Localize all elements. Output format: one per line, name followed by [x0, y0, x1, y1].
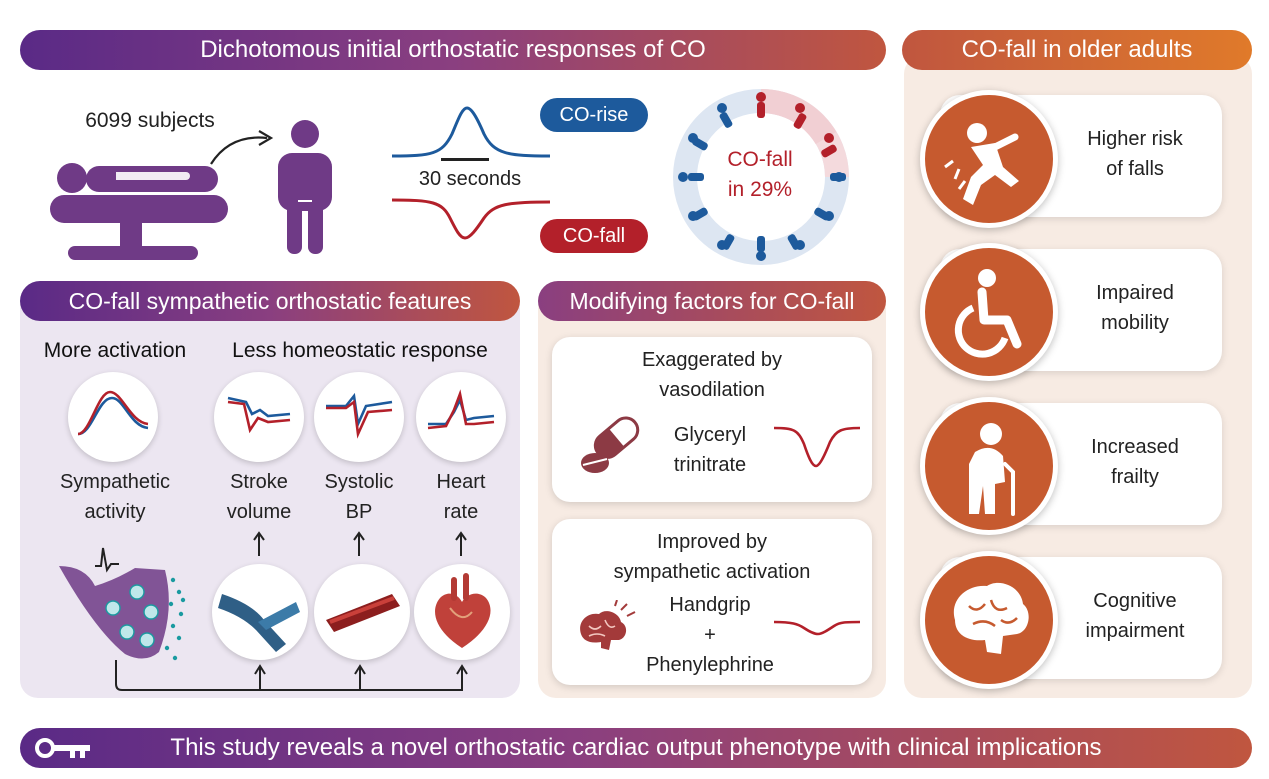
risk-falls-l1: Higher risk [1087, 128, 1183, 150]
time-scale-bar [441, 158, 489, 161]
time-scale-label: 30 seconds [418, 168, 522, 190]
stroke-volume-trace [214, 372, 304, 462]
sympathetic-activation-card [552, 519, 872, 685]
falling-person-icon [920, 90, 1058, 228]
top-title: Dichotomous initial orthostatic response… [200, 36, 706, 63]
modifying-banner: Modifying factors for CO-fall [538, 281, 886, 321]
gtn-l1: Glyceryl [673, 424, 747, 446]
more-activation-heading: More activation [43, 339, 187, 362]
ring-text-line1: CO-fall [727, 148, 793, 171]
up-arrow-heart-icon [455, 531, 467, 556]
exaggerated-l2: vasodilation [659, 379, 765, 401]
handgrip-label: Handgrip [669, 594, 751, 616]
top-title-banner: Dichotomous initial orthostatic response… [20, 30, 886, 70]
exaggerated-l1: Exaggerated by [641, 349, 783, 371]
brain-icon [920, 551, 1058, 689]
systolic-bp-trace [314, 372, 404, 462]
plus-label: + [704, 624, 716, 646]
subjects-count: 6099 subjects [85, 109, 215, 132]
frailty-l2: frailty [1111, 466, 1159, 488]
co-fall-pill: CO-fall [540, 219, 648, 253]
co-rise-pill: CO-rise [540, 98, 648, 132]
systolic-label-l1: Systolic [324, 471, 394, 493]
wheelchair-icon [920, 243, 1058, 381]
ring-text-line2: in 29% [727, 178, 793, 201]
mobility-l1: Impaired [1096, 282, 1174, 304]
heart-rate-trace [416, 372, 506, 462]
pill-capsule-icon [581, 416, 640, 473]
phenylephrine-label: Phenylephrine [646, 654, 774, 676]
footer-text: This study reveals a novel orthostatic c… [170, 734, 1102, 761]
vessel-icon [212, 564, 308, 660]
improved-l2: sympathetic activation [613, 561, 811, 583]
footer-banner: This study reveals a novel orthostatic c… [20, 728, 1252, 768]
heart-icon [414, 564, 510, 660]
sympathetic-title: CO-fall sympathetic orthostatic features [68, 287, 472, 314]
co-rise-label: CO-rise [559, 103, 629, 126]
co-fall-proportion-ring [673, 89, 849, 265]
older-adults-title: CO-fall in older adults [961, 36, 1193, 63]
mobility-l2: mobility [1101, 312, 1169, 334]
sympathetic-activity-trace [68, 372, 158, 462]
risk-falls-l2: of falls [1106, 158, 1164, 180]
elderly-person-cane-icon [920, 397, 1058, 535]
artery-icon [314, 564, 410, 660]
feedback-arrow-connector [115, 660, 468, 691]
standing-person-icon [278, 120, 332, 254]
less-response-heading: Less homeostatic response [232, 339, 488, 362]
co-rise-curve [392, 106, 550, 158]
stroke-label-l2: volume [226, 501, 292, 523]
older-adults-banner: CO-fall in older adults [902, 30, 1252, 70]
nerve-terminal-icon [59, 547, 186, 661]
sympathetic-label-l1: Sympathetic [59, 471, 171, 493]
co-fall-curve [392, 198, 550, 240]
heart-label-l1: Heart [436, 471, 486, 493]
up-arrow-stroke-icon [253, 531, 265, 556]
heart-label-l2: rate [443, 501, 479, 523]
supine-person-table-icon [50, 163, 228, 260]
gtn-co-fall-curve [773, 426, 861, 468]
sympathetic-label-l2: activity [84, 501, 146, 523]
frailty-l1: Increased [1091, 436, 1179, 458]
curved-arrow-icon [210, 130, 274, 165]
co-fall-label: CO-fall [562, 224, 626, 247]
gtn-l2: trinitrate [673, 454, 747, 476]
improved-l1: Improved by [656, 531, 768, 553]
brain-activation-icon [580, 600, 636, 650]
up-arrow-bp-icon [353, 531, 365, 556]
modifying-title: Modifying factors for CO-fall [569, 287, 855, 314]
systolic-label-l2: BP [345, 501, 373, 523]
handgrip-co-fall-curve [773, 620, 861, 636]
stroke-label-l1: Stroke [230, 471, 288, 493]
cognitive-l2: impairment [1085, 620, 1185, 642]
cognitive-l1: Cognitive [1093, 590, 1177, 612]
key-icon [35, 738, 90, 758]
sympathetic-banner: CO-fall sympathetic orthostatic features [20, 281, 520, 321]
vasodilation-card [552, 337, 872, 502]
